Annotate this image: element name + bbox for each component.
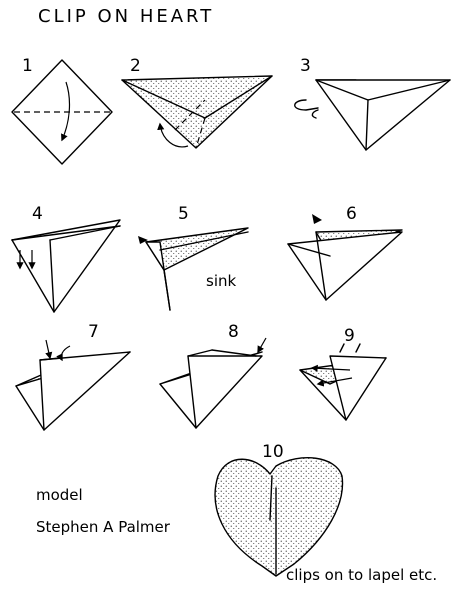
step-number-8: 8 <box>228 322 239 342</box>
step-1-figure <box>11 59 113 165</box>
step-number-5: 5 <box>178 204 189 224</box>
step-6-figure <box>287 214 403 301</box>
step-number-9: 9 <box>344 326 355 346</box>
step-number-3: 3 <box>300 56 311 76</box>
step-number-6: 6 <box>346 204 357 224</box>
sink-label: sink <box>206 272 237 290</box>
step-3-figure <box>294 79 451 151</box>
credit-author: Stephen A Palmer <box>36 518 170 536</box>
step-9-figure <box>299 343 387 421</box>
step-7-figure <box>15 339 131 431</box>
clips-note: clips on to lapel etc. <box>286 566 438 584</box>
step-number-7: 7 <box>88 322 99 342</box>
step-number-2: 2 <box>130 56 141 76</box>
step-number-4: 4 <box>32 204 43 224</box>
step-8-figure <box>159 337 267 429</box>
step-number-10: 10 <box>262 442 284 462</box>
step-5-figure <box>138 227 249 311</box>
step-number-1: 1 <box>22 56 33 76</box>
step-10-figure <box>214 457 344 577</box>
credit-label: model <box>36 486 83 504</box>
page-title: CLIP ON HEART <box>38 6 215 27</box>
step-2-figure <box>121 75 273 149</box>
step-4-figure <box>11 219 121 313</box>
